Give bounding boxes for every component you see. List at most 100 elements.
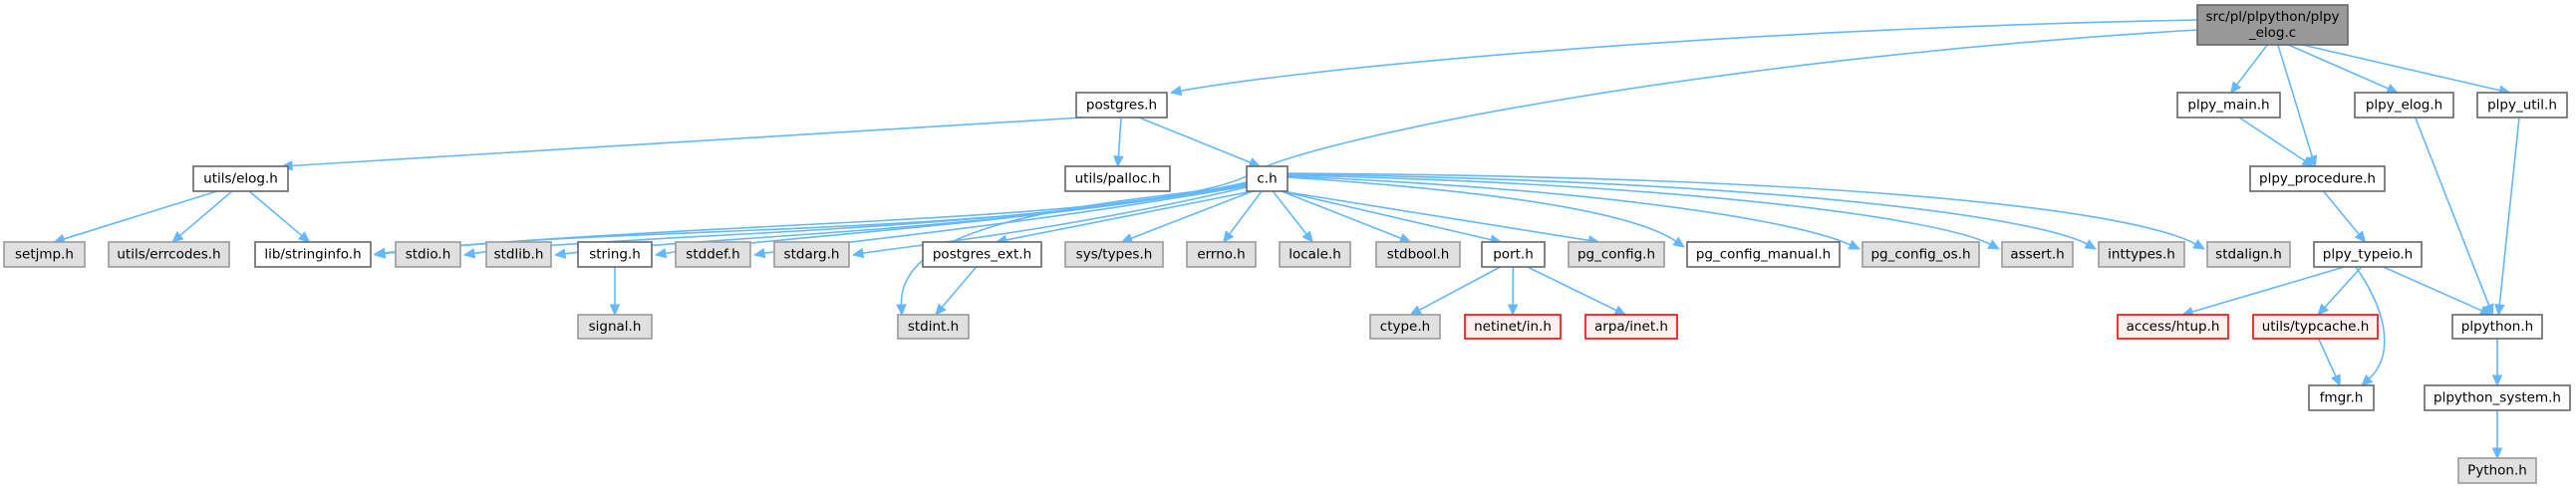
- node-label: stdarg.h: [784, 247, 840, 263]
- node-box: [1481, 241, 1546, 268]
- node-stdint-h[interactable]: stdint.h: [897, 314, 970, 340]
- node-netinet-in-h[interactable]: netinet/in.h: [1464, 314, 1562, 340]
- node-sys-types-h[interactable]: sys/types.h: [1064, 241, 1164, 268]
- node-c-h[interactable]: c.h: [1246, 165, 1288, 192]
- node-plpython-h[interactable]: plpython.h: [2451, 314, 2543, 340]
- node-plpy-typeio-h[interactable]: plpy_typeio.h: [2313, 241, 2423, 268]
- node-stddef-h[interactable]: stddef.h: [675, 241, 751, 268]
- edge-plpy_util_h-to-plpython_h: [2498, 117, 2520, 307]
- node-box: [2424, 384, 2571, 411]
- edge-port_h-to-arpa_inet_h: [1527, 266, 1618, 312]
- node-plpy-util-h[interactable]: plpy_util.h: [2476, 92, 2568, 119]
- node-port-h[interactable]: port.h: [1481, 241, 1546, 268]
- arrowhead-root-to-plpy_main_h: [2229, 81, 2242, 94]
- node-label: arpa/inet.h: [1594, 319, 1668, 335]
- node-errno-h[interactable]: errno.h: [1186, 241, 1257, 268]
- node-string-h[interactable]: string.h: [577, 241, 653, 268]
- node-utils-errcodes-h[interactable]: utils/errcodes.h: [108, 241, 230, 268]
- node-box: [1064, 165, 1171, 192]
- node-pg-config-h[interactable]: pg_config.h: [1568, 241, 1665, 268]
- arrowhead-plpy_procedure_h-to-plpy_typeio_h: [2354, 230, 2367, 243]
- node-label: string.h: [589, 247, 641, 263]
- node-label: ctype.h: [1380, 319, 1430, 335]
- node-label: plpython_system.h: [2433, 390, 2561, 406]
- node-plpy-procedure-h[interactable]: plpy_procedure.h: [2249, 165, 2386, 192]
- node-box: [2176, 92, 2281, 119]
- node-stdarg-h[interactable]: stdarg.h: [773, 241, 850, 268]
- arrowhead-utils_elog_h-to-lib_stringinfo_h: [297, 231, 311, 243]
- node-label: netinet/in.h: [1474, 319, 1552, 335]
- node-signal-h[interactable]: signal.h: [577, 314, 653, 340]
- edge-c_h-to-postgres_ext_h: [1004, 190, 1254, 241]
- node-label: postgres_ext.h: [933, 247, 1031, 263]
- node-label: plpy_main.h: [2187, 98, 2269, 114]
- node-utils-elog-h[interactable]: utils/elog.h: [192, 165, 289, 192]
- node-stdbool-h[interactable]: stdbool.h: [1375, 241, 1461, 268]
- node-python-h[interactable]: Python.h: [2457, 457, 2537, 484]
- node-label: plpy_util.h: [2487, 98, 2557, 114]
- node-plpython-system-h[interactable]: plpython_system.h: [2424, 384, 2571, 411]
- node-label: lib/stringinfo.h: [264, 247, 361, 263]
- node-plpy-elog-h[interactable]: plpy_elog.h: [2354, 92, 2454, 119]
- arrowhead-c_h-to-locale_h: [1301, 230, 1313, 243]
- edge-utils_typcache_h-to-fmgr_h: [2317, 338, 2338, 378]
- arrowhead-plpy_typeio_h-to-utils_typcache_h: [2317, 303, 2330, 316]
- node-label: stdalign.h: [2215, 247, 2282, 263]
- node-box: [2206, 241, 2291, 268]
- node-box: [254, 241, 372, 268]
- edge-c_h-to-stdarg_h: [861, 186, 1248, 255]
- node-label: plpy_elog.h: [2366, 98, 2442, 114]
- edge-plpy_typeio_h-to-plpython_h: [2383, 266, 2483, 313]
- node-label: stddef.h: [686, 247, 739, 263]
- edge-plpy_typeio_h-to-fmgr_h: [2355, 266, 2386, 380]
- node-label: assert.h: [2010, 247, 2064, 263]
- node-inttypes-h[interactable]: inttypes.h: [2098, 241, 2185, 268]
- node-box: [897, 314, 970, 340]
- node-root[interactable]: src/pl/plpython/plpy_elog.c: [2196, 4, 2349, 46]
- node-utils-typcache-h[interactable]: utils/typcache.h: [2252, 314, 2379, 340]
- arrowhead-c_h-to-stddef_h: [752, 247, 766, 259]
- node-box: [1064, 241, 1164, 268]
- edge-utils_elog_h-to-setjmp_h: [62, 190, 218, 241]
- edge-c_h-to-stdbool_h: [1281, 190, 1403, 240]
- edge-c_h-to-stdint_h: [900, 184, 1248, 307]
- node-label: plpy_procedure.h: [2259, 171, 2376, 187]
- arrowhead-string_h-to-signal_h: [609, 304, 621, 317]
- node-setjmp-h[interactable]: setjmp.h: [3, 241, 86, 268]
- node-pg-config-os-h[interactable]: pg_config_os.h: [1861, 241, 1980, 268]
- arrowhead-plpy_typeio_h-to-fmgr_h: [2361, 374, 2374, 386]
- node-utils-palloc-h[interactable]: utils/palloc.h: [1064, 165, 1171, 192]
- edge-plpy_procedure_h-to-plpy_typeio_h: [2322, 190, 2361, 236]
- arrowhead-root-to-plpy_procedure_h: [2307, 154, 2318, 168]
- edge-root-to-lib_stringinfo_h: [383, 29, 2198, 254]
- node-box: [2457, 457, 2537, 484]
- arrowhead-c_h-to-stdarg_h: [851, 247, 865, 259]
- node-plpy-main-h[interactable]: plpy_main.h: [2176, 92, 2281, 119]
- node-label: fmgr.h: [2320, 390, 2364, 406]
- arrowhead-utils_elog_h-to-utils_errcodes_h: [171, 231, 184, 243]
- node-postgres-h[interactable]: postgres.h: [1075, 92, 1168, 119]
- arrowhead-c_h-to-pg_config_os_h: [1848, 239, 1861, 250]
- node-locale-h[interactable]: locale.h: [1279, 241, 1351, 268]
- node-pg-config-manual-h[interactable]: pg_config_manual.h: [1686, 241, 1841, 268]
- node-ctype-h[interactable]: ctype.h: [1369, 314, 1441, 340]
- node-label: utils/palloc.h: [1075, 171, 1161, 187]
- node-access-htup-h[interactable]: access/htup.h: [2117, 314, 2229, 340]
- node-box: [1861, 241, 1980, 268]
- node-box: [577, 314, 653, 340]
- node-stdlib-h[interactable]: stdlib.h: [485, 241, 552, 268]
- node-arpa-inet-h[interactable]: arpa/inet.h: [1584, 314, 1678, 340]
- node-fmgr-h[interactable]: fmgr.h: [2308, 384, 2375, 411]
- arrowhead-c_h-to-pg_config_manual_h: [1672, 236, 1685, 248]
- edge-c_h-to-stdalign_h: [1287, 172, 2197, 246]
- edge-plpy_typeio_h-to-utils_typcache_h: [2323, 266, 2363, 309]
- node-label: utils/elog.h: [203, 171, 278, 187]
- arrowhead-utils_typcache_h-to-fmgr_h: [2331, 373, 2341, 387]
- node-assert-h[interactable]: assert.h: [2001, 241, 2074, 268]
- node-box: [2308, 384, 2375, 411]
- node-stdalign-h[interactable]: stdalign.h: [2206, 241, 2291, 268]
- node-stdio-h[interactable]: stdio.h: [395, 241, 461, 268]
- node-postgres-ext-h[interactable]: postgres_ext.h: [922, 241, 1042, 268]
- node-lib-stringinfo-h[interactable]: lib/stringinfo.h: [254, 241, 372, 268]
- node-label: postgres.h: [1086, 98, 1157, 114]
